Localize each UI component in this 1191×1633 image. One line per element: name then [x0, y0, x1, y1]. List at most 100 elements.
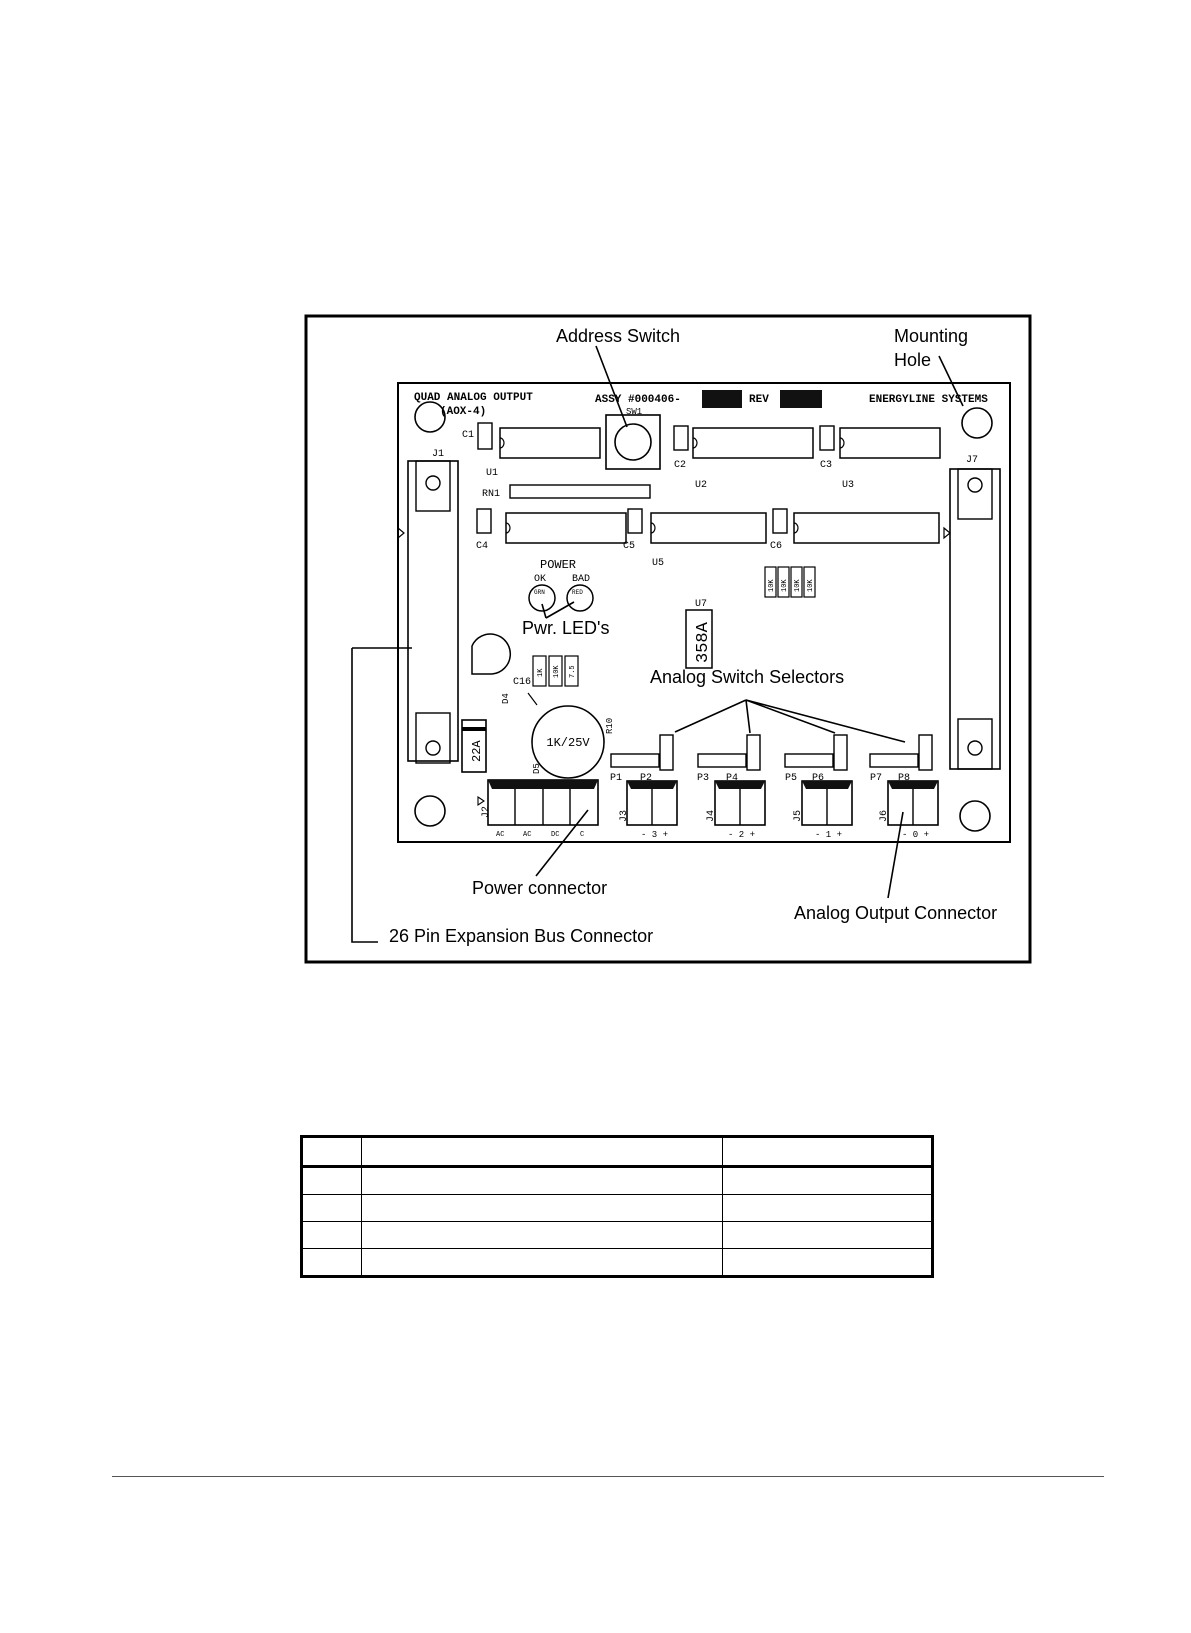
power-pin-2: AC [523, 831, 531, 839]
ref-j4: J4 [706, 810, 717, 822]
polarity-j6: - 0 + [902, 830, 929, 840]
capacitor-value: 1K/25V [546, 736, 590, 750]
figure-frame [304, 314, 1032, 964]
ref-c5: C5 [623, 541, 635, 552]
polarity-j4: - 2 + [728, 830, 755, 840]
led-bad-color: RED [572, 589, 583, 596]
ref-c6: C6 [770, 541, 782, 552]
ref-d4: D4 [501, 693, 511, 704]
ref-j1: J1 [432, 449, 444, 460]
table-header-row [301, 1136, 933, 1168]
power-connector-j2 [487, 779, 599, 826]
jumper-p3-p4 [697, 753, 747, 768]
maker-label: ENERGYLINE SYSTEMS [869, 394, 988, 406]
led-ok-label: OK [534, 574, 546, 585]
output-group-j5: P5 P6 J5 - 1 + [784, 734, 853, 840]
table-cell [301, 1136, 362, 1168]
polarity-j3: - 3 + [641, 830, 668, 840]
fuse-22a [461, 719, 487, 773]
table-cell [722, 1166, 933, 1195]
table-row [301, 1248, 933, 1277]
ref-u3: U3 [842, 480, 854, 491]
jumper-p7-p8 [869, 753, 919, 768]
cap-c6 [772, 508, 788, 534]
table-cell [301, 1221, 362, 1249]
resistor-small-value-2: 10K [553, 665, 561, 678]
callout-address-switch: Address Switch [556, 326, 680, 346]
ref-j2: J2 [481, 806, 492, 818]
address-switch-body [605, 414, 661, 470]
table-cell [361, 1136, 723, 1168]
resistor-small-value-1: 1K [537, 668, 545, 677]
ref-c16: C16 [513, 677, 531, 688]
spec-table [300, 1135, 934, 1278]
power-pin-1: AC [496, 831, 504, 839]
ic-u6 [793, 512, 940, 544]
ref-j3: J3 [619, 810, 630, 822]
ref-c3: C3 [820, 460, 832, 471]
table-cell [361, 1194, 723, 1222]
power-pin-3: DC [551, 831, 559, 839]
resistor-array-value-4: 10K [807, 579, 815, 592]
ref-j6: J6 [879, 810, 890, 822]
mounting-hole-top-right [961, 407, 993, 439]
ref-u7: U7 [695, 599, 707, 610]
ref-p8: P8 [898, 773, 910, 784]
cap-c3 [819, 425, 835, 451]
chip-u7 [685, 609, 713, 669]
led-ok-color: GRN [534, 589, 545, 596]
ic-u4 [505, 512, 627, 544]
resistor-array: 10K 10K 10K 10K [764, 566, 816, 598]
chip-u7-marking: 358A [694, 621, 713, 663]
diode-d4 [471, 633, 512, 675]
board-title-line2: (AOX-4) [440, 406, 486, 418]
j7-screw-bottom [967, 740, 983, 756]
table-cell [301, 1166, 362, 1195]
rev-redaction [780, 390, 822, 408]
ref-rn1: RN1 [482, 489, 500, 500]
ref-p3: P3 [697, 773, 709, 784]
output-group-j3: P1 P2 J3 - 3 + [610, 734, 678, 840]
mounting-hole-bottom-left [414, 795, 446, 827]
assy-redaction [702, 390, 742, 408]
ref-p4: P4 [726, 773, 738, 784]
table-cell [361, 1166, 723, 1195]
rev-label: REV [749, 394, 769, 406]
table-cell [722, 1221, 933, 1249]
table-row [301, 1166, 933, 1195]
ref-r10: R10 [605, 718, 615, 734]
table-cell [361, 1221, 723, 1249]
table-cell [301, 1194, 362, 1222]
led-bad [566, 584, 594, 612]
led-ok [528, 584, 556, 612]
table-cell [301, 1248, 362, 1277]
j1-screw-top [425, 475, 441, 491]
address-switch-dial [614, 423, 652, 461]
ic-u1 [499, 427, 601, 459]
callout-pwr-leds: Pwr. LED's [522, 618, 609, 638]
ref-p7: P7 [870, 773, 882, 784]
output-group-j4: P3 P4 J4 - 2 + [697, 734, 766, 840]
resistor-small-value-3: 7.5 [569, 665, 577, 678]
ref-c2: C2 [674, 460, 686, 471]
resistor-array-value-1: 10K [768, 579, 776, 592]
resistor-array-value-2: 10K [781, 579, 789, 592]
callout-expansion-bus: 26 Pin Expansion Bus Connector [389, 926, 653, 946]
ic-u2 [692, 427, 814, 459]
ref-d5: D5 [532, 763, 542, 774]
power-label: POWER [540, 558, 576, 572]
ref-j5: J5 [793, 810, 804, 822]
ref-p1: P1 [610, 773, 622, 784]
mounting-hole-top-left [414, 401, 446, 433]
ref-p2: P2 [640, 773, 652, 784]
table-row [301, 1221, 933, 1249]
ref-c4: C4 [476, 541, 488, 552]
table-row [301, 1194, 933, 1222]
cap-c4 [476, 508, 492, 534]
table-cell [722, 1248, 933, 1277]
mounting-hole-bottom-right [959, 800, 991, 832]
polarity-j5: - 1 + [815, 830, 842, 840]
j7-screw-top [967, 477, 983, 493]
ref-u1: U1 [486, 468, 498, 479]
